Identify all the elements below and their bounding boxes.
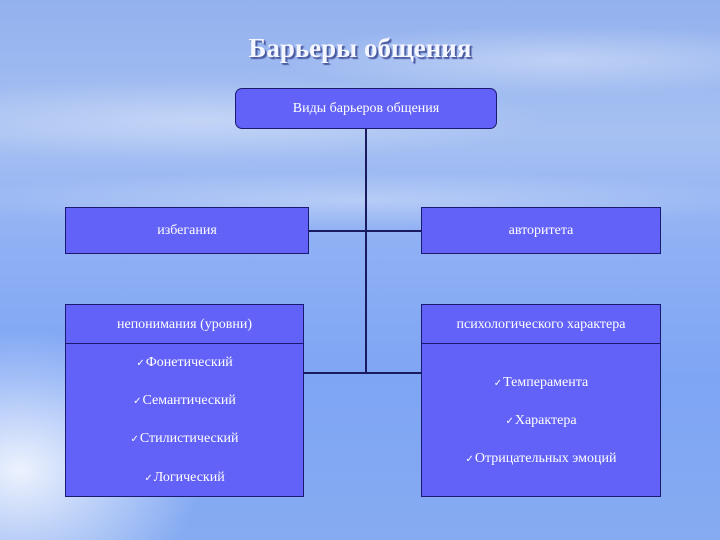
node-authority-label: авторитета — [508, 222, 574, 238]
list-item: ✓Фонетический — [136, 355, 233, 370]
node-misunderstanding: непонимания (уровни) — [65, 304, 304, 344]
list-item: ✓Характера — [505, 413, 577, 428]
check-icon: ✓ — [465, 454, 474, 465]
list-item: ✓Логический — [144, 470, 225, 485]
node-authority: авторитета — [421, 207, 661, 254]
list-item: ✓Отрицательных эмоций — [465, 451, 617, 466]
check-icon: ✓ — [130, 434, 139, 445]
check-icon: ✓ — [505, 416, 514, 427]
check-icon: ✓ — [144, 473, 153, 484]
check-icon: ✓ — [133, 396, 142, 407]
check-icon: ✓ — [493, 378, 503, 389]
misunderstanding-levels-list: ✓Фонетический ✓Семантический ✓Стилистиче… — [65, 343, 304, 497]
slide-title: Барьеры общения — [248, 33, 472, 63]
node-avoidance: избегания — [65, 207, 309, 254]
connector-trunk — [365, 129, 367, 373]
list-item: ✓Семантический — [133, 393, 236, 408]
list-item: ✓Стилистический — [130, 431, 239, 446]
root-node-label: Виды барьеров общения — [292, 100, 440, 116]
root-node: Виды барьеров общения — [235, 88, 497, 129]
connector-lower-branch — [304, 372, 421, 374]
node-misunderstanding-label: непонимания (уровни) — [116, 316, 252, 332]
list-item: ✓Темперамента — [493, 375, 589, 390]
node-avoidance-label: избегания — [157, 222, 217, 238]
psychological-types-list: ✓Темперамента ✓Характера ✓Отрицательных … — [421, 343, 661, 497]
node-psychological: психологического характера — [421, 304, 661, 344]
check-icon: ✓ — [136, 358, 145, 369]
node-psychological-label: психологического характера — [456, 316, 626, 332]
connector-upper-branch — [309, 230, 421, 232]
